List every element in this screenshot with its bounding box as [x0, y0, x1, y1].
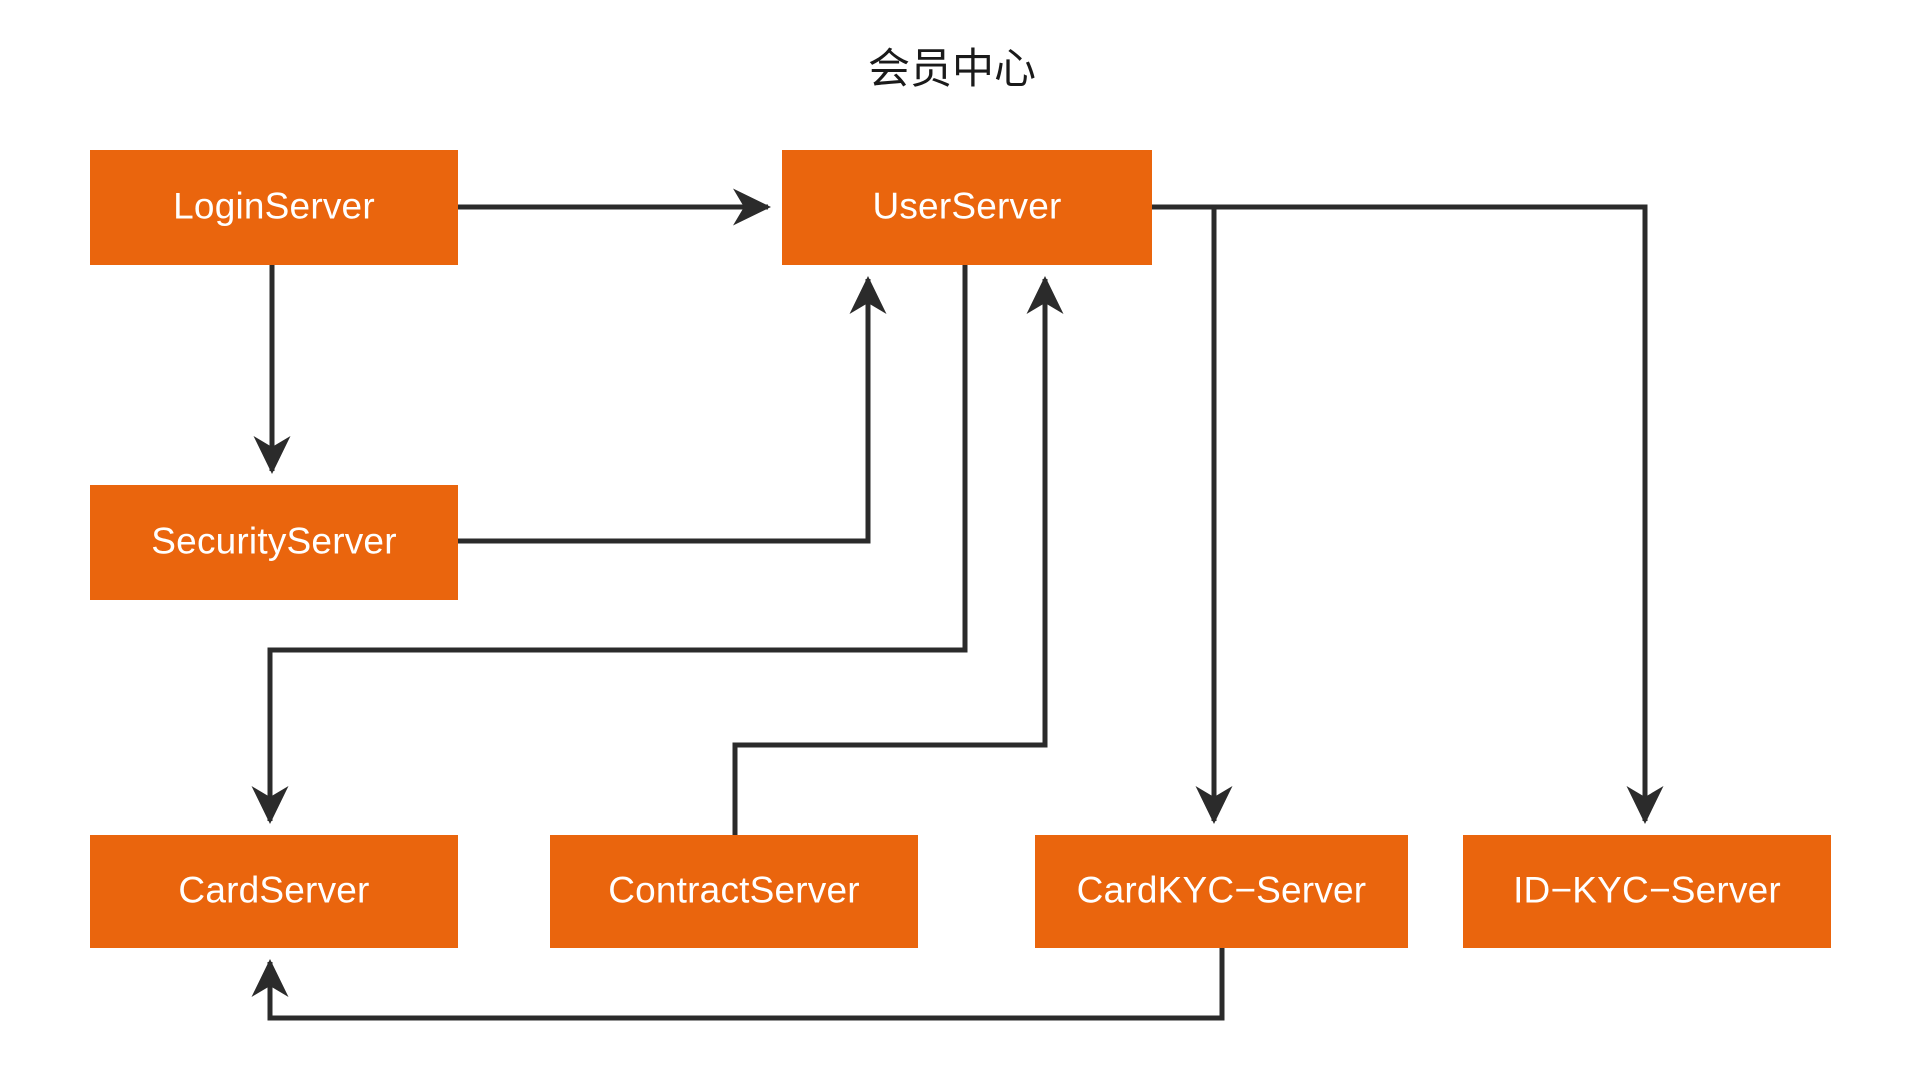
node-user[interactable]: UserServer: [782, 150, 1152, 265]
edge-user-to-cardkyc: [1152, 204, 1233, 824]
diagram-title: 会员中心: [868, 45, 1036, 92]
node-cardkyc[interactable]: CardKYC−Server: [1035, 835, 1408, 948]
node-box-contract[interactable]: [550, 835, 918, 948]
node-box-cardkyc[interactable]: [1035, 835, 1408, 948]
node-label-user: UserServer: [872, 185, 1061, 226]
node-login[interactable]: LoginServer: [90, 150, 458, 265]
edge-user-to-idkyc: [1152, 204, 1664, 824]
edges-layer: [251, 188, 1664, 1021]
node-box-idkyc[interactable]: [1463, 835, 1831, 948]
node-box-card[interactable]: [90, 835, 458, 948]
node-label-card: CardServer: [178, 869, 369, 910]
edge-cardkyc-to-card: [251, 948, 1225, 1021]
node-label-login: LoginServer: [173, 185, 375, 226]
edge-security-to-user: [458, 276, 887, 544]
node-label-contract: ContractServer: [608, 869, 860, 910]
node-label-security: SecurityServer: [151, 520, 396, 561]
node-label-idkyc: ID−KYC−Server: [1513, 869, 1781, 910]
edge-contract-to-user: [732, 276, 1064, 835]
node-box-login[interactable]: [90, 150, 458, 265]
node-label-cardkyc: CardKYC−Server: [1077, 869, 1367, 910]
node-card[interactable]: CardServer: [90, 835, 458, 948]
node-contract[interactable]: ContractServer: [550, 835, 918, 948]
edge-user-to-card: [251, 265, 968, 824]
node-box-user[interactable]: [782, 150, 1152, 265]
nodes-layer: LoginServer UserServerSecurityServerCardS…: [90, 150, 1831, 948]
node-security[interactable]: SecurityServer: [90, 485, 458, 600]
node-idkyc[interactable]: ID−KYC−Server: [1463, 835, 1831, 948]
node-box-security[interactable]: [90, 485, 458, 600]
